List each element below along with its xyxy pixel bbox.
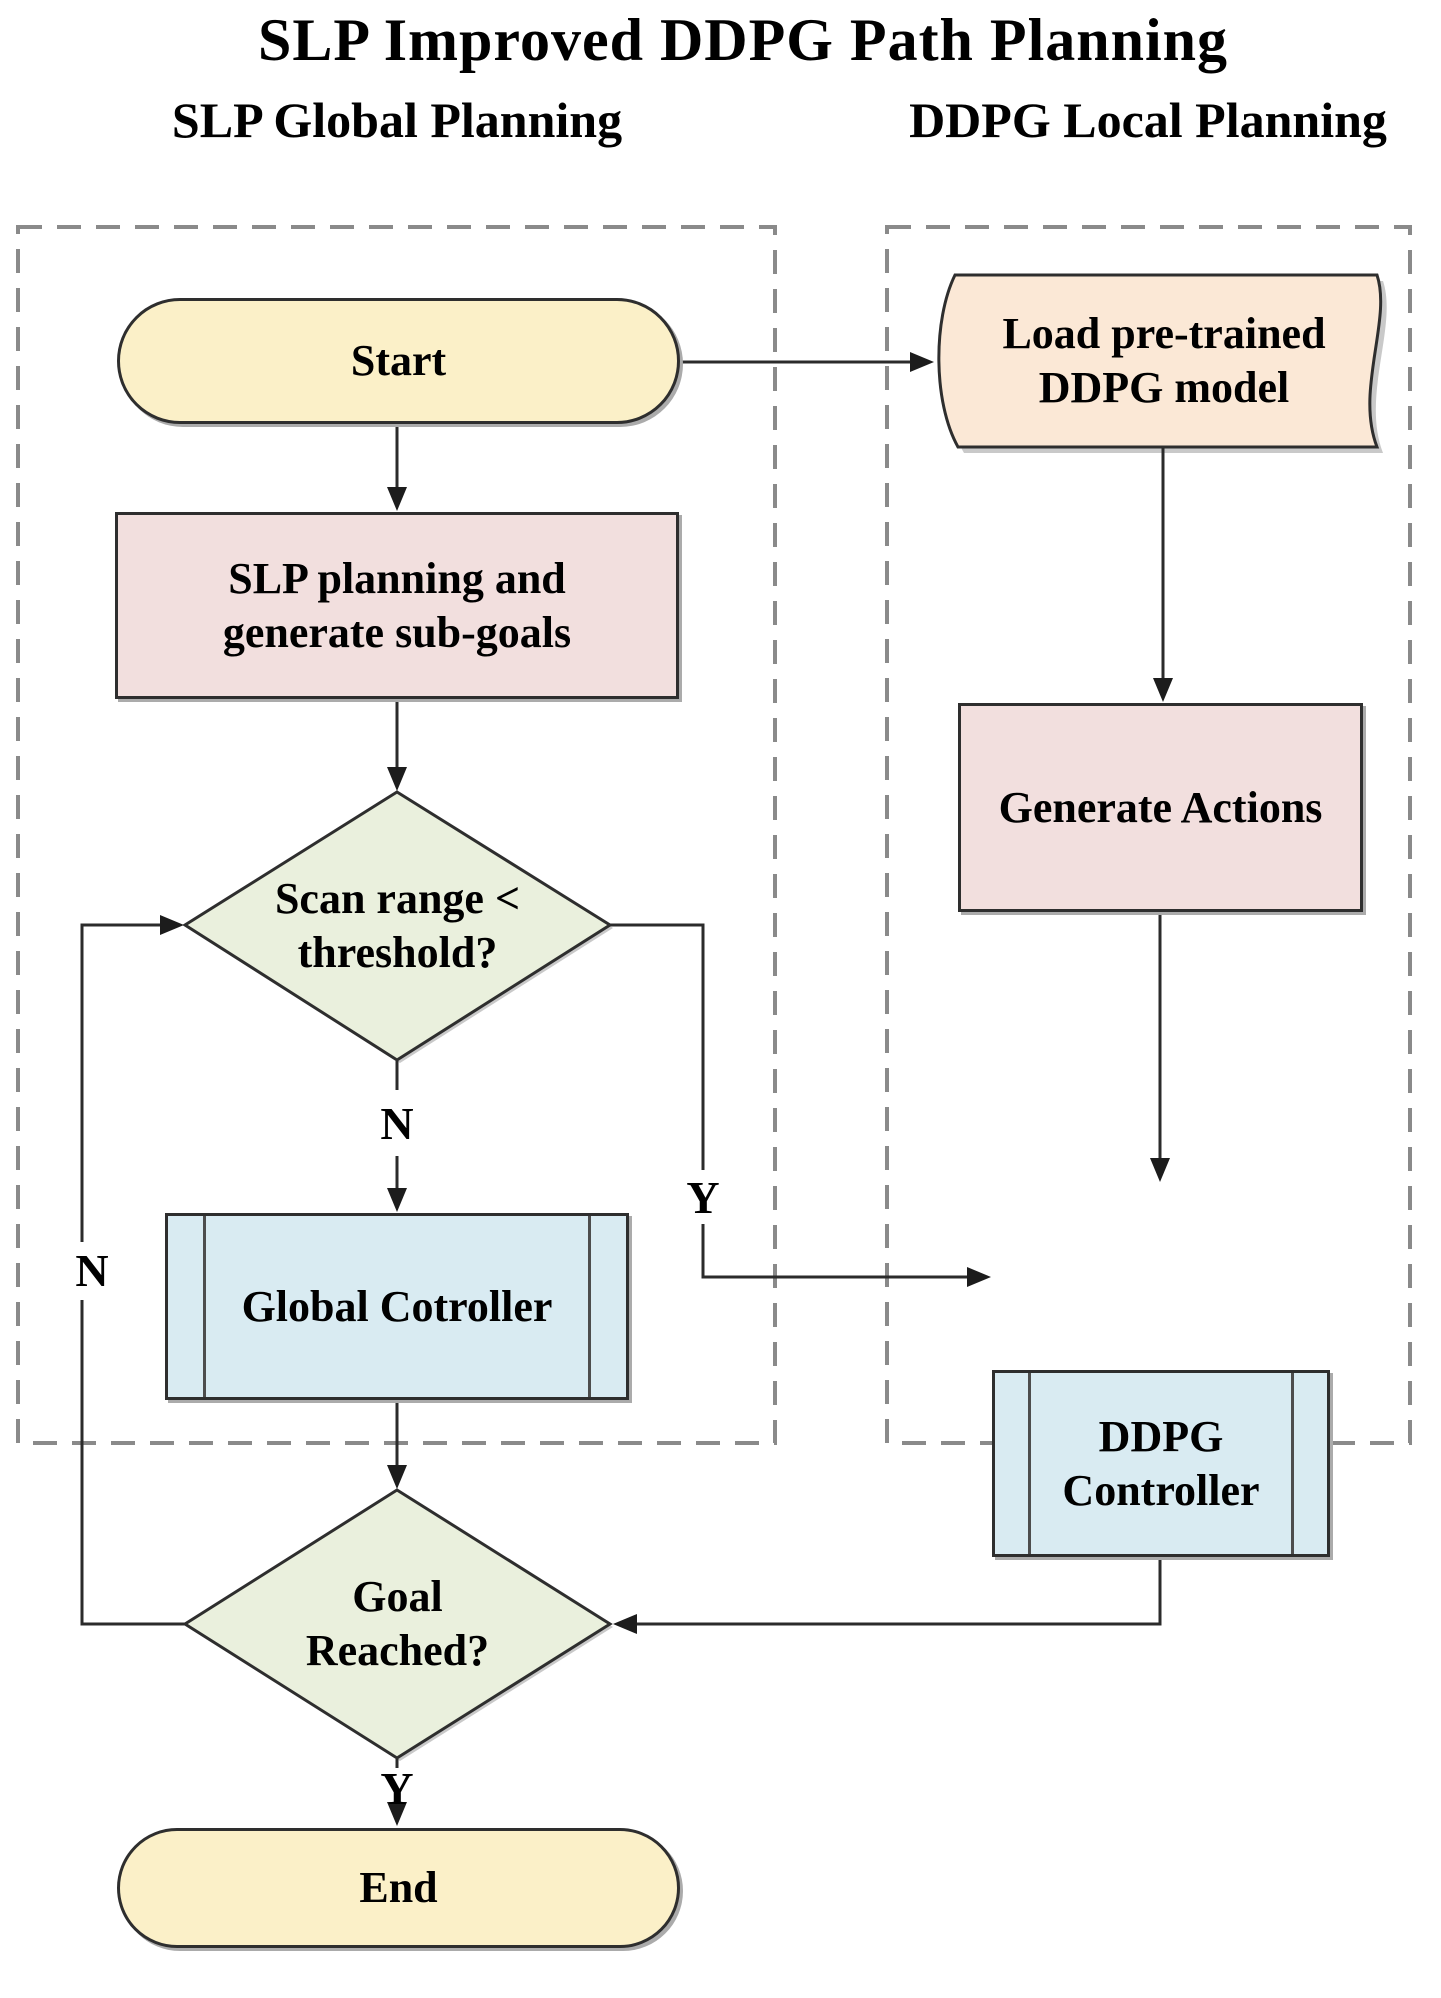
column-label-right: DDPG Local Planning — [909, 91, 1387, 148]
label-scan-no: N — [380, 1097, 414, 1149]
predefined-bar-right — [1291, 1373, 1294, 1554]
label-scan-yes: Y — [686, 1171, 720, 1223]
node-end-label: End — [359, 1863, 438, 1913]
arrowhead-global-goal — [387, 1465, 407, 1489]
arrowhead-scan-global — [387, 1188, 407, 1212]
node-generate-actions-label: Generate Actions — [998, 782, 1323, 832]
predefined-bar-left — [1028, 1373, 1031, 1554]
connector-scan-yes-a — [610, 923, 705, 1170]
node-end: End — [117, 1828, 680, 1948]
node-load-model-line2: DDPG model — [1038, 363, 1290, 412]
node-scan-decision: Scan range < threshold? — [185, 792, 610, 1060]
arrowhead-start-load — [910, 352, 934, 372]
node-scan-decision-line1: Scan range < — [274, 874, 521, 924]
arrowhead-ddpg-goal — [613, 1614, 637, 1634]
node-start: Start — [117, 298, 680, 424]
connector-goal-no-b — [80, 923, 160, 1242]
node-goal-decision: Goal Reached? — [185, 1490, 610, 1758]
node-generate-actions: Generate Actions — [958, 703, 1363, 912]
node-slp-planning-line2: generate sub-goals — [222, 607, 572, 657]
label-goal-no: N — [75, 1244, 109, 1296]
arrowhead-scan-yes-ddpg — [967, 1267, 991, 1287]
node-load-model: Load pre-trained DDPG model — [948, 278, 1380, 444]
node-load-model-line1: Load pre-trained — [1002, 309, 1326, 359]
node-start-label: Start — [350, 336, 447, 386]
page-title: SLP Improved DDPG Path Planning — [257, 7, 1229, 74]
node-ddpg-controller-line1: DDPG — [1098, 1411, 1224, 1461]
node-ddpg-controller: DDPG Controller — [992, 1370, 1330, 1557]
node-global-controller: Global Cotroller — [165, 1213, 629, 1400]
connector-scan-yes-b — [701, 1224, 968, 1279]
node-slp-planning-line1: SLP planning and — [228, 553, 566, 603]
predefined-bar-left — [203, 1216, 206, 1397]
arrowhead-slp-scan — [387, 767, 407, 791]
label-goal-yes: Y — [380, 1762, 414, 1814]
arrowhead-generate-ddpg — [1150, 1158, 1170, 1182]
node-goal-decision-line1: Goal — [352, 1572, 443, 1622]
node-goal-decision-line2: Reached? — [305, 1626, 490, 1675]
arrowhead-load-generate — [1153, 678, 1173, 702]
node-global-controller-label: Global Cotroller — [241, 1281, 553, 1331]
arrowhead-start-slp — [387, 487, 407, 511]
arrowhead-goal-no-scan — [160, 915, 184, 935]
node-ddpg-controller-line2: Controller — [1062, 1465, 1260, 1515]
node-slp-planning: SLP planning and generate sub-goals — [115, 512, 679, 699]
predefined-bar-right — [588, 1216, 591, 1397]
column-label-left: SLP Global Planning — [171, 91, 623, 148]
node-scan-decision-line2: threshold? — [297, 928, 498, 977]
